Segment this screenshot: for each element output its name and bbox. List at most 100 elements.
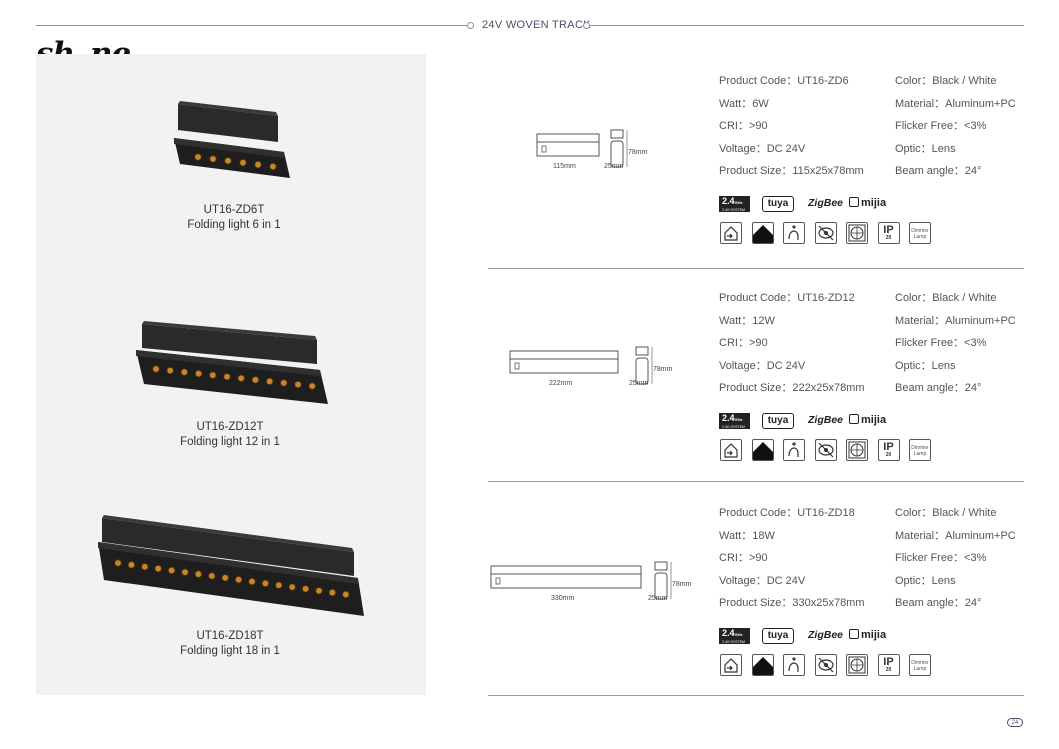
header-rule-right [590,25,1024,26]
front-view-drawing [536,133,600,157]
led-dot [180,368,189,376]
dimension-height: 78mm [653,366,673,373]
dimension-length: 330mm [551,595,575,602]
product-subtitle: Folding light 6 in 1 [187,219,281,231]
led-dot [194,153,202,161]
badge-zigbee: ZigBee [808,197,844,209]
home-plug-icon [720,222,742,244]
spotlight-beam-icon [751,222,774,244]
led-dot [239,159,247,167]
led-dot [342,590,350,599]
product-code-label: UT16-ZD18T [196,630,264,642]
badge-zigbee: ZigBee [808,629,844,641]
led-dot [194,370,203,378]
led-dot [181,568,189,576]
badge-zigbee: ZigBee [808,414,844,426]
mijia-icon [849,197,859,207]
badge-tuya: tuya [762,196,794,212]
spec-left-0: Product Code：UT16-ZD12 [719,292,855,304]
product-subtitle: Folding light 18 in 1 [180,645,280,657]
spec-left-3: Voltage：DC 24V [719,574,806,587]
led-dot [288,583,296,591]
spec-right-3: Optic：Lens [895,359,956,372]
no-glare-icon [814,439,837,461]
spec-right-2: Flicker Free：<3% [895,337,987,350]
led-dot [237,374,245,382]
header-dot-right [583,22,590,29]
spec-right-3: Optic：Lens [895,574,956,587]
spec-left-1: Watt：6W [719,97,769,110]
lens-pattern-icon [846,654,868,676]
spec-right-1: Material：Aluminum+PC [895,314,1016,327]
spec-right-4: Beam angle：24° [895,597,982,610]
spec-left-3: Voltage：DC 24V [719,142,806,155]
spec-left-1: Watt：12W [719,314,775,327]
spec-left-2: CRI：>90 [719,337,768,350]
spec-left-2: CRI：>90 [719,120,768,133]
side-view-drawing [654,561,672,600]
badge-tuya: tuya [762,413,794,429]
led-dot [141,563,149,571]
spotlight-beam-icon [751,439,774,461]
led-dot [208,572,216,580]
side-view-drawing [610,129,628,168]
led-dot [209,371,217,379]
led-dot [152,365,160,373]
spec-right-0: Color：Black / White [895,75,997,87]
led-dot [194,570,203,578]
product-subtitle: Folding light 12 in 1 [180,436,280,448]
led-dot [254,160,262,169]
led-dot [223,373,231,381]
led-dot [114,559,122,567]
spec-left-3: Voltage：DC 24V [719,359,806,372]
dimension-width: 25mm [648,595,668,602]
spec-right-3: Optic：Lens [895,142,956,155]
hand-adjust-icon [783,222,805,244]
led-dot [308,382,316,390]
lens-pattern-icon [846,439,868,461]
led-dot [209,155,217,163]
page-header-title: 24V WOVEN TRACK [482,19,591,31]
spec-right-1: Material：Aluminum+PC [895,97,1016,110]
spec-left-4: Product Size：330x25x78mm [719,597,865,610]
hand-adjust-icon [783,439,805,461]
product-caption-zd18: UT16-ZD18T Folding light 18 in 1 [130,629,330,659]
spec-left-1: Watt：18W [719,529,775,542]
badge-mijia: mijia [849,629,886,641]
section-separator-2 [488,695,1024,696]
page-number: 24 [1007,718,1023,727]
led-dot [224,157,232,165]
lens-pattern-icon [846,222,868,244]
product-image-zd12 [136,321,328,404]
led-dot [168,566,176,575]
dimension-length: 115mm [553,163,576,170]
no-glare-icon [814,222,837,244]
led-dot [266,377,274,386]
section-separator-1 [488,481,1024,482]
dimension-length: 222mm [549,380,573,387]
home-plug-icon [720,654,742,676]
spec-left-2: CRI：>90 [719,552,768,565]
dimension-height: 78mm [672,581,692,588]
badge-mijia: mijia [849,197,886,209]
spec-left-0: Product Code：UT16-ZD18 [719,507,855,519]
dimension-width: 25mm [604,163,624,170]
front-view-drawing [509,350,619,374]
led-dot [315,587,323,595]
spec-left-0: Product Code：UT16-ZD6 [719,75,849,87]
front-view-drawing [490,565,642,589]
header-rule-left [36,25,467,26]
product-code-label: UT16-ZD12T [196,421,264,433]
product-image-zd6 [174,101,290,178]
hand-adjust-icon [783,654,805,676]
product-code-label: UT16-ZD6T [203,204,265,216]
led-dot [280,379,288,387]
led-dot [248,577,256,586]
led-dot [302,585,310,593]
led-dot [127,561,136,569]
